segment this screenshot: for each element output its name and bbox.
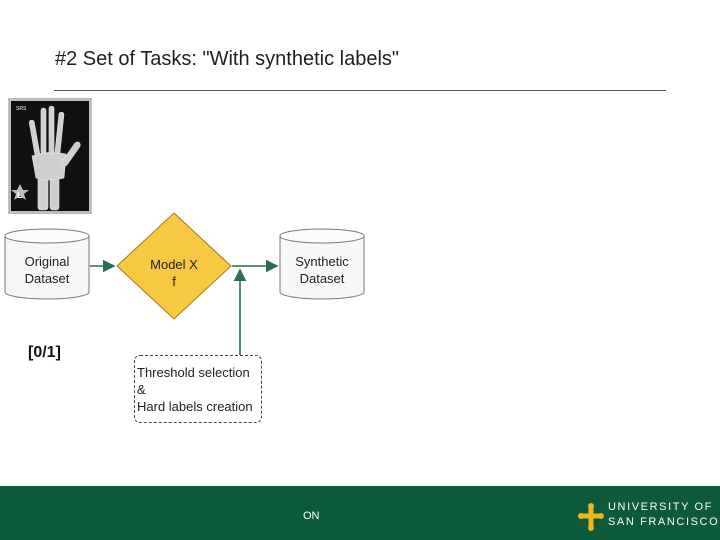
svg-text:SRS: SRS — [16, 106, 27, 112]
model-label-line1: Model X — [116, 256, 232, 273]
title-divider — [54, 90, 666, 91]
threshold-node: Threshold selection & Hard labels creati… — [134, 355, 262, 423]
binary-label-text: [0/1] — [28, 344, 61, 362]
threshold-line1: Threshold selection — [137, 364, 261, 381]
original-label-line1: Original — [4, 253, 90, 270]
synthetic-dataset-node: Synthetic Dataset — [279, 228, 365, 300]
svg-text:L: L — [17, 190, 23, 200]
footer-bar: ON UNIVERSITY OF SAN FRANCISCO — [0, 486, 720, 540]
model-node: Model X f — [116, 212, 232, 320]
usf-logo: UNIVERSITY OF SAN FRANCISCO — [578, 500, 714, 534]
slide-title: #2 Set of Tasks: "With synthetic labels" — [55, 48, 399, 71]
footer-text: ON — [303, 510, 320, 522]
synthetic-label-line2: Dataset — [279, 270, 365, 287]
usf-cross-icon — [578, 502, 604, 532]
synthetic-label-line1: Synthetic — [279, 253, 365, 270]
logo-line2: SAN FRANCISCO — [608, 515, 719, 530]
model-label-line2: f — [116, 273, 232, 290]
logo-line1: UNIVERSITY OF — [608, 500, 719, 515]
original-dataset-node: Original Dataset — [4, 228, 90, 300]
original-label-line2: Dataset — [4, 270, 90, 287]
threshold-line3: Hard labels creation — [137, 398, 261, 415]
threshold-line2: & — [137, 381, 261, 398]
hand-xray-image: SRS L — [8, 98, 92, 214]
